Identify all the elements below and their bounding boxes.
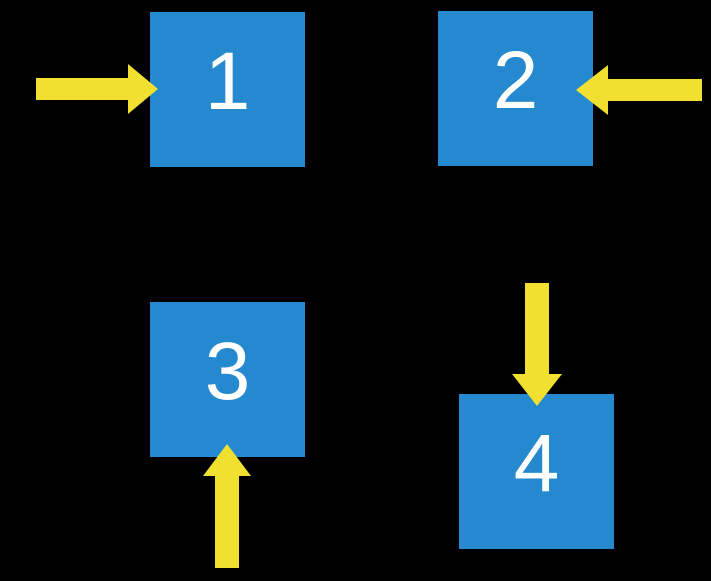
arrow-up-icon: [203, 444, 251, 568]
arrow-down-icon: [512, 283, 562, 406]
box-3: 3: [150, 302, 305, 457]
box-2: 2: [438, 11, 593, 166]
box-2-label: 2: [492, 34, 539, 126]
box-3-label: 3: [204, 325, 251, 417]
box-4: 4: [459, 394, 614, 549]
arrow-right-icon: [36, 64, 158, 114]
box-1: 1: [150, 12, 305, 167]
box-1-label: 1: [204, 35, 251, 127]
arrow-left-icon: [576, 65, 702, 115]
box-4-label: 4: [513, 417, 560, 509]
